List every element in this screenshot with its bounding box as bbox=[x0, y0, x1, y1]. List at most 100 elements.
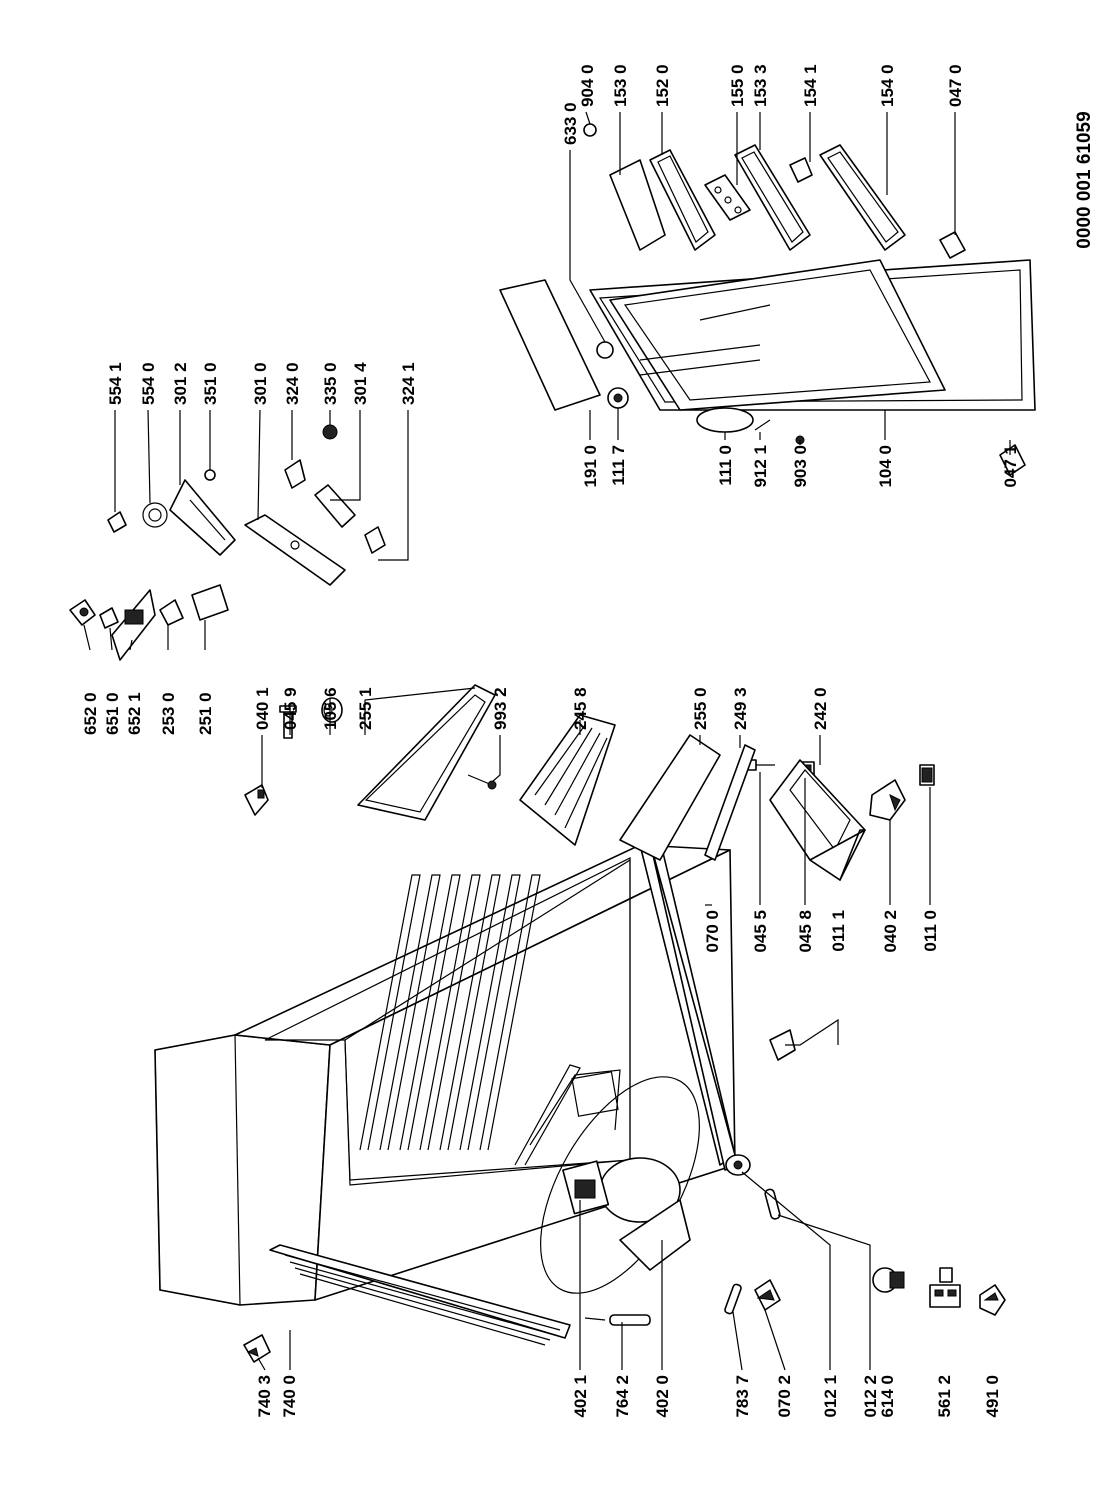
part-047-0 bbox=[939, 231, 966, 259]
part-652-0 bbox=[69, 599, 96, 626]
callout-554-1: 554 1 bbox=[106, 362, 125, 405]
part-111-7 bbox=[607, 387, 629, 409]
part-153-0 bbox=[609, 159, 666, 251]
crisper-242-0 bbox=[769, 759, 866, 881]
part-324-0 bbox=[284, 459, 306, 489]
callout-561-2: 561 2 bbox=[935, 1375, 954, 1418]
callout-301-0: 301 0 bbox=[251, 362, 270, 405]
part-651-0 bbox=[99, 607, 119, 629]
part-154-0 bbox=[819, 144, 906, 251]
callout-047-0: 047 0 bbox=[946, 64, 965, 107]
shelf-255-1 bbox=[357, 684, 496, 821]
callout-153-0: 153 0 bbox=[611, 64, 630, 107]
callout-249-3: 249 3 bbox=[731, 687, 750, 730]
part-155-0 bbox=[704, 174, 751, 221]
part-783-7 bbox=[724, 1283, 742, 1315]
door-gasket bbox=[499, 279, 601, 411]
callout-155-0: 155 0 bbox=[728, 64, 747, 107]
callout-242-0: 242 0 bbox=[811, 687, 830, 730]
callout-153-3: 153 3 bbox=[751, 64, 770, 107]
part-045-5 bbox=[747, 759, 775, 771]
callout-740-0: 740 0 bbox=[280, 1375, 299, 1418]
callout-402-1: 402 1 bbox=[571, 1375, 590, 1418]
callout-111-7: 111 7 bbox=[609, 445, 628, 486]
glass-plate-255-0 bbox=[619, 734, 721, 861]
callout-740-3: 740 3 bbox=[255, 1375, 274, 1418]
callout-324-0: 324 0 bbox=[283, 362, 302, 405]
callout-255-0: 255 0 bbox=[691, 687, 710, 730]
part-633-0 bbox=[596, 341, 614, 359]
callout-652-0: 652 0 bbox=[81, 692, 100, 735]
callout-251-0: 251 0 bbox=[196, 692, 215, 735]
callout-324-1: 324 1 bbox=[399, 362, 418, 405]
part-301-2 bbox=[169, 479, 236, 556]
callout-154-0: 154 0 bbox=[878, 64, 897, 107]
condenser bbox=[269, 1244, 571, 1346]
part-993-2 bbox=[467, 774, 497, 790]
part-040-2 bbox=[869, 779, 906, 821]
callout-351-0: 351 0 bbox=[201, 362, 220, 405]
callout-633-0: 633 0 bbox=[561, 102, 580, 145]
callout-301-2: 301 2 bbox=[171, 362, 190, 405]
callout-047-1: 047 1 bbox=[1001, 445, 1020, 488]
part-045-9 bbox=[279, 705, 297, 739]
callout-070-0: 070 0 bbox=[703, 910, 722, 953]
callout-253-0: 253 0 bbox=[159, 692, 178, 735]
callout-651-0: 651 0 bbox=[103, 692, 122, 735]
callout-104-0: 104 0 bbox=[876, 445, 895, 488]
part-554-0 bbox=[142, 502, 168, 528]
callout-040-2: 040 2 bbox=[881, 910, 900, 953]
callout-040-1: 040 1 bbox=[253, 687, 272, 730]
callout-652-1: 652 1 bbox=[125, 692, 144, 735]
callout-912-1: 912 1 bbox=[751, 445, 770, 488]
callout-335-0: 335 0 bbox=[321, 362, 340, 405]
part-154-1 bbox=[789, 157, 813, 183]
callout-045-8: 045 8 bbox=[796, 910, 815, 953]
door bbox=[589, 259, 1036, 411]
callout-301-4: 301 4 bbox=[351, 362, 370, 405]
callout-070-2: 070 2 bbox=[775, 1375, 794, 1418]
part-904-0 bbox=[583, 123, 597, 137]
part-740-3 bbox=[243, 1334, 271, 1363]
part-614-0 bbox=[872, 1267, 905, 1293]
part-012-1 bbox=[725, 1154, 751, 1176]
callout-255-1: 255 1 bbox=[356, 687, 375, 730]
callout-111-0: 111 0 bbox=[716, 445, 735, 486]
part-111-0 bbox=[696, 407, 754, 433]
shelf-245-8 bbox=[519, 714, 616, 846]
callout-012-1: 012 1 bbox=[821, 1375, 840, 1418]
part-011-0 bbox=[919, 764, 935, 786]
part-335-0 bbox=[322, 424, 338, 440]
part-070-2 bbox=[754, 1279, 781, 1311]
callout-614-0: 614 0 bbox=[878, 1375, 897, 1418]
part-351-0 bbox=[204, 469, 216, 481]
cabinet bbox=[154, 839, 741, 1346]
part-554-1 bbox=[107, 511, 127, 533]
callout-402-0: 402 0 bbox=[653, 1375, 672, 1418]
callout-045-5: 045 5 bbox=[751, 910, 770, 953]
part-491-0 bbox=[979, 1284, 1006, 1316]
part-253-0 bbox=[159, 599, 184, 626]
callout-154-1: 154 1 bbox=[801, 64, 820, 107]
part-012-2 bbox=[764, 1188, 781, 1220]
callout-993-2: 993 2 bbox=[491, 687, 510, 730]
callout-554-0: 554 0 bbox=[139, 362, 158, 405]
leader-lines bbox=[83, 111, 1011, 1371]
callout-491-0: 491 0 bbox=[983, 1375, 1002, 1418]
callout-labels: 740 3 740 0 402 1 764 2 402 0 783 7 070 … bbox=[81, 64, 1020, 1417]
callout-012-2: 012 2 bbox=[861, 1375, 880, 1418]
part-301-4 bbox=[314, 484, 356, 528]
callout-245-8: 245 8 bbox=[571, 687, 590, 730]
callout-011-0: 011 0 bbox=[921, 910, 940, 952]
part-251-0 bbox=[191, 584, 229, 621]
callout-105-6: 105 6 bbox=[321, 687, 340, 730]
callout-764-2: 764 2 bbox=[613, 1375, 632, 1418]
callout-011-1: 011 1 bbox=[829, 910, 848, 952]
part-912-1 bbox=[754, 419, 771, 431]
part-652-1 bbox=[111, 589, 156, 661]
part-040-1 bbox=[244, 784, 269, 816]
callout-152-0: 152 0 bbox=[653, 64, 672, 107]
document-number: 0000 001 61059 bbox=[1074, 111, 1095, 248]
capillary-tube bbox=[584, 1314, 651, 1326]
